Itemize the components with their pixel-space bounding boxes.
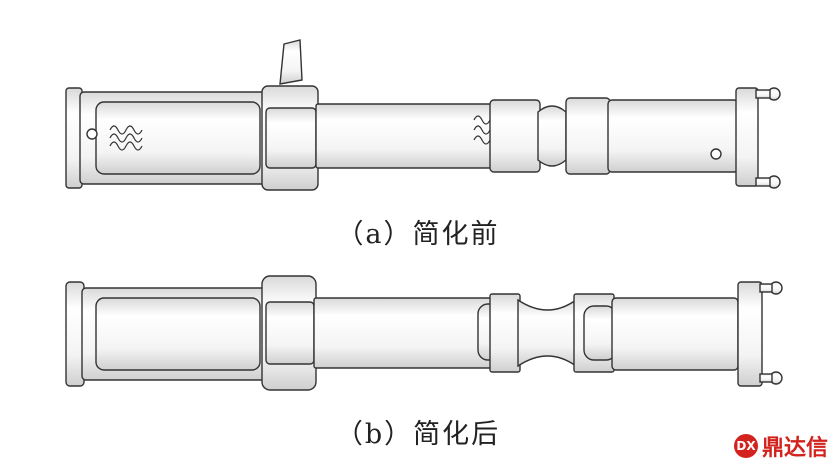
right-end-cap-a [735,87,759,187]
middle-tube-a [315,103,493,169]
collar-inner-a [265,107,317,169]
watermark-text: 鼎达信 [761,436,828,461]
middle-tube-b [313,297,495,369]
right-inner-plug-b [583,305,617,361]
left-pin [86,128,98,140]
right-end-cap-b [737,281,763,387]
panel-a-drawing [65,39,781,191]
watermark-logo-icon: DX [733,434,758,458]
left-spring [109,125,143,151]
joint-block-b [489,293,521,373]
caption-panel-a: （a）简化前 [336,219,500,250]
right-cylinder-a [607,99,739,173]
caption-panel-b: （b）简化后 [335,419,501,450]
left-inner-cylinder-b [95,297,261,371]
neck-a [537,105,567,167]
left-inner-cylinder [95,101,261,175]
top-lug [279,39,303,85]
neck-b [517,298,577,368]
right-joint-a [565,97,611,175]
panel-b-drawing [65,275,783,391]
collar-inner-b [265,301,315,365]
right-cylinder-b [611,297,739,371]
watermark: DX 鼎达信 [733,430,828,462]
joint-block-a [489,99,541,173]
right-port [710,148,722,160]
